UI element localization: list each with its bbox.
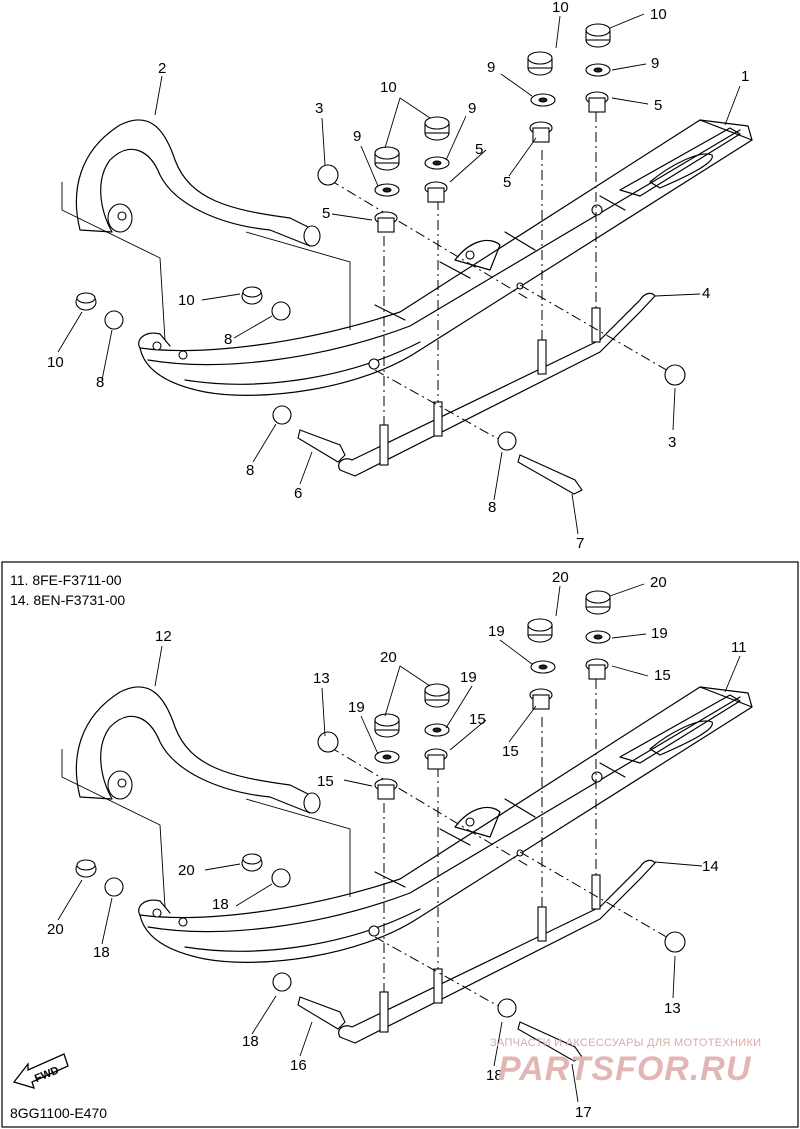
diagram-code: 8GG1100-E470 [10,1105,107,1121]
callout: 10 [47,354,64,371]
callout: 17 [575,1104,592,1121]
callout: 19 [651,625,668,642]
callout: 5 [322,205,330,222]
callout: 18 [93,944,110,961]
callout: 10 [380,79,397,96]
callout: 9 [468,100,476,117]
lower-assembly [61,590,753,1062]
watermark-brand: PARTSFOR.RU [498,1050,752,1088]
callout: 16 [290,1057,307,1074]
fwd-arrow-icon: FWD [12,1053,69,1089]
callout: 10 [650,6,667,23]
callout: 18 [242,1033,259,1050]
callout: 3 [315,100,323,117]
callout: 8 [246,462,254,479]
callout: 15 [317,773,334,790]
callout: 5 [475,141,483,158]
callout: 7 [576,535,584,552]
callout: 20 [380,649,397,666]
part-number-11: 11. 8FE-F3711-00 [10,572,122,588]
callout: 19 [460,669,477,686]
callout: 3 [668,434,676,451]
callout: 15 [469,711,486,728]
callout: 10 [552,0,569,16]
upper-callouts: 10 10 10 9 9 10 9 9 5 1 5 2 3 9 5 5 10 8… [47,0,749,552]
callout: 8 [488,499,496,516]
callout: 13 [664,1000,681,1017]
callout: 5 [503,174,511,191]
lower-callouts: 20 20 19 19 20 19 15 11 15 12 13 15 19 1… [47,569,747,1121]
callout: 8 [96,374,104,391]
upper-assembly [61,23,753,495]
callout: 18 [212,896,229,913]
callout: 14 [702,858,719,875]
callout: 19 [348,699,365,716]
callout: 15 [502,743,519,760]
callout: 10 [178,292,195,309]
callout: 19 [488,623,505,640]
callout: 1 [741,68,749,85]
callout: 9 [651,55,659,72]
callout: 13 [313,670,330,687]
callout: 4 [702,285,710,302]
callout: 9 [353,128,361,145]
callout: 20 [552,569,569,586]
part-number-14: 14. 8EN-F3731-00 [10,592,125,608]
callout: 18 [486,1067,503,1084]
callout: 2 [158,60,166,77]
watermark-tagline: ЗАПЧАСТИ И АКСЕССУАРЫ ДЛЯ МОТОТЕХНИКИ [490,1037,761,1049]
callout: 20 [650,574,667,591]
callout: 5 [654,97,662,114]
callout: 15 [654,667,671,684]
callout: 12 [155,628,172,645]
callout: 11 [731,639,747,656]
callout: 20 [47,921,64,938]
callout: 9 [487,59,495,76]
callout: 8 [224,331,232,348]
lower-panel-frame [1,561,799,1128]
callout: 20 [178,862,195,879]
callout: 6 [294,485,302,502]
